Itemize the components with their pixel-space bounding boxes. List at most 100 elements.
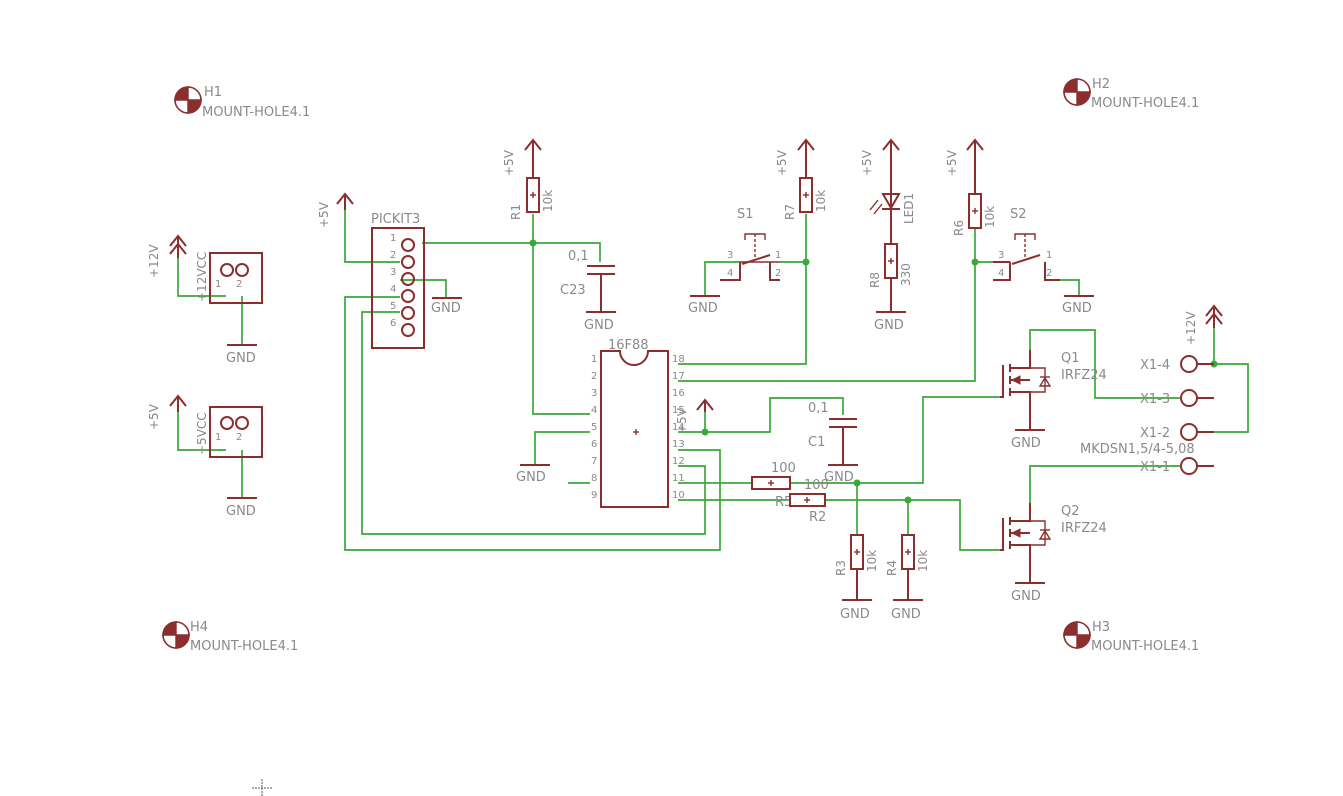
mount-hole-h2: H2 MOUNT-HOLE4.1 [1063,77,1199,111]
ic-pin: 11 [672,473,685,484]
gnd-label: GND [688,301,718,316]
ic-left-pins: 1 2 3 4 5 6 7 8 9 [591,354,597,501]
gnd-label: GND [824,470,854,485]
h1-ref: H1 [204,85,222,100]
connector-12vcc: 1 2 +12VCC [195,252,263,304]
r3-value: 10k [865,550,879,572]
r2-value: 100 [804,478,829,493]
s2-ref: S2 [1010,207,1027,222]
led1-ref: LED1 [902,193,916,224]
pickit-pin4: 4 [390,284,396,295]
q1-value: IRFZ24 [1061,368,1107,383]
x1-4-label: X1-4 [1140,358,1170,373]
switch-s2: S2 3 4 1 2 [993,207,1060,281]
c23-value: 0,1 [568,249,589,264]
ic-pin: 12 [672,456,685,467]
x1-part-label: MKDSN1,5/4-5,08 [1080,442,1195,457]
s1-pin2: 2 [775,268,781,279]
power-5v-left: +5V [147,394,187,430]
h4-ref: H4 [190,620,208,635]
gnd-label: GND [431,301,461,316]
s2-pin2: 2 [1046,268,1052,279]
gnd-label: GND [1062,301,1092,316]
gnd-ic: GND [516,464,550,485]
resistor-r5: 100 R5 [751,461,796,510]
r8-value: 330 [899,263,913,286]
gnd-label: GND [891,607,921,622]
5v-label: +5V [945,149,959,176]
gnd-pickit: GND [431,297,462,316]
mosfet-q1: Q1 IRFZ24 GND [1000,350,1107,451]
12vcc-pin1: 1 [215,279,221,290]
gnd-label: GND [584,318,614,333]
ic-pin: 9 [591,490,597,501]
q2-ref: Q2 [1061,504,1080,519]
switch-s1: S1 3 4 1 2 [720,207,781,281]
crosshair-cursor-icon [252,779,272,796]
gnd-label: GND [1011,589,1041,604]
s2-pin3: 3 [998,250,1004,261]
gnd-s1: GND [688,295,720,316]
capacitor-c1: 0,1 C1 GND [808,401,858,485]
gnd-label: GND [874,318,904,333]
5v-label: +5V [860,149,874,176]
pickit-pin5: 5 [390,301,396,312]
ic-pin: 7 [591,456,597,467]
r3-ref: R3 [834,560,848,576]
pickit-label: PICKIT3 [371,212,420,227]
s1-pin4: 4 [727,268,733,279]
h3-ref: H3 [1092,620,1110,635]
5v-label: +5V [775,149,789,176]
x1-1-label: X1-1 [1140,460,1170,475]
5vcc-pin2: 2 [236,432,242,443]
5vcc-pin1: 1 [215,432,221,443]
connector-x1: X1-4 X1-3 X1-2 X1-1 MKDSN1,5/4-5,08 [1080,355,1214,475]
gnd-label: GND [840,607,870,622]
pickit-pin6: 6 [390,318,396,329]
gnd-label: GND [1011,436,1041,451]
ic-pin: 2 [591,371,597,382]
s1-ref: S1 [737,207,754,222]
ic-pin: 18 [672,354,685,365]
resistor-r7: +5V R7 10k [775,138,828,220]
resistor-r6: +5V R6 10k [945,138,997,236]
connector-pickit3: 1 2 3 4 5 6 PICKIT3 [371,212,425,349]
wires [177,205,1249,551]
junctions [529,239,1218,504]
gnd-12vcc: GND [226,344,257,366]
12v-label-right: +12V [1184,311,1198,345]
ic-pin: 1 [591,354,597,365]
gnd-label: GND [226,504,256,519]
r7-ref: R7 [783,204,797,220]
ic-name: 16F88 [608,338,649,353]
resistor-r3: R3 10k GND [834,534,879,622]
mount-hole-h4: H4 MOUNT-HOLE4.1 [162,620,298,654]
mount-hole-h3: H3 MOUNT-HOLE4.1 [1063,620,1199,654]
ic-pin: 13 [672,439,685,450]
gnd-5vcc: GND [226,497,257,519]
h3-value: MOUNT-HOLE4.1 [1091,639,1199,654]
r4-ref: R4 [885,560,899,576]
5v-label: +5V [502,149,516,176]
pickit-pin2: 2 [390,250,396,261]
r5-value: 100 [771,461,796,476]
power-12v-right: +12V [1184,304,1223,345]
12vcc-label: +12VCC [195,252,209,302]
q2-value: IRFZ24 [1061,521,1107,536]
r1-ref: R1 [509,204,523,220]
s1-pin1: 1 [775,250,781,261]
power-12v-left: +12V [147,234,187,278]
r1-value: 10k [541,190,555,212]
capacitor-c23: 0,1 C23 GND [560,249,616,333]
r2-ref: R2 [809,510,826,525]
x1-3-label: X1-3 [1140,392,1170,407]
ic-pin: 10 [672,490,685,501]
ic-pin: 5 [591,422,597,433]
s1-pin3: 3 [727,250,733,261]
s2-pin1: 1 [1046,250,1052,261]
c23-ref: C23 [560,283,586,298]
r7-value: 10k [814,190,828,212]
ic-pin: 3 [591,388,597,399]
power-5v-pickit: +5V [317,192,354,228]
